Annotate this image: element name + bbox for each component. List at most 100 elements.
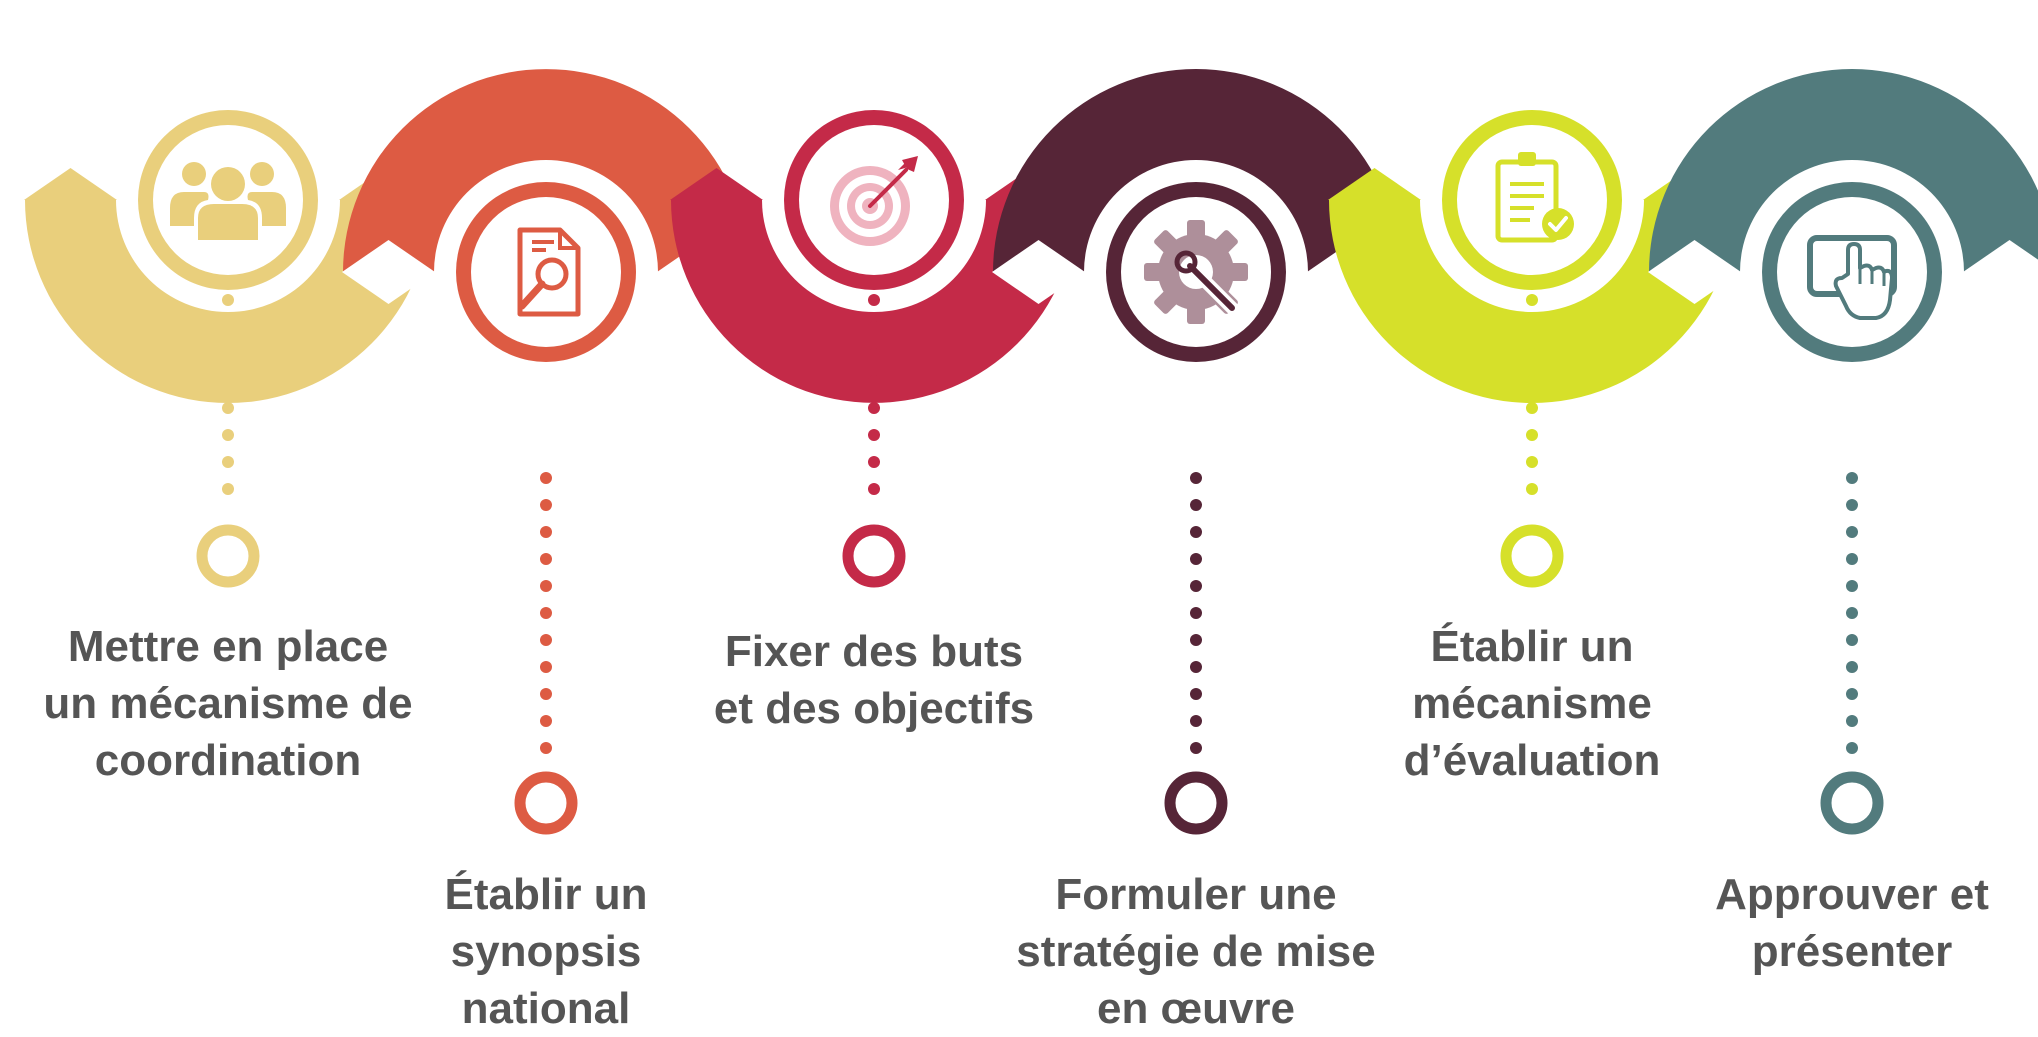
connector-dot bbox=[540, 634, 552, 646]
connector-dot bbox=[1190, 553, 1202, 565]
label-line: Établir un bbox=[444, 870, 648, 919]
connector-dot bbox=[540, 499, 552, 511]
label-line: Approuver et bbox=[1715, 870, 1989, 919]
gear-wrench-icon bbox=[1144, 220, 1248, 324]
connector-dot bbox=[1526, 321, 1538, 333]
step-4-group bbox=[992, 69, 1400, 835]
step-5-arc bbox=[1329, 200, 1735, 403]
arc-notch bbox=[1963, 240, 2038, 272]
arc-notch bbox=[342, 240, 435, 272]
connector-dot bbox=[1846, 634, 1858, 646]
connector-dot bbox=[1526, 348, 1538, 360]
step-6-group bbox=[1648, 69, 2038, 835]
arc-notch bbox=[670, 168, 763, 200]
connector-dot bbox=[540, 661, 552, 673]
step-3-group bbox=[670, 110, 1078, 588]
label-line: Mettre en place bbox=[67, 622, 389, 671]
target-arrow-icon bbox=[830, 156, 918, 246]
label-line: d’évaluation bbox=[1403, 736, 1661, 785]
connector-dot bbox=[222, 456, 234, 468]
label-line: un mécanisme de bbox=[43, 679, 413, 728]
connector-dot bbox=[1190, 580, 1202, 592]
connector-dot bbox=[222, 294, 234, 306]
step-4-arc bbox=[993, 69, 1399, 272]
step-2-group bbox=[342, 69, 750, 835]
people-group-icon bbox=[170, 162, 286, 240]
connector-dot bbox=[1190, 661, 1202, 673]
connector-dot bbox=[540, 742, 552, 754]
arc-notch bbox=[992, 272, 1085, 304]
label-line: Formuler une bbox=[1055, 870, 1337, 919]
connector-dot bbox=[540, 526, 552, 538]
connector-dot bbox=[868, 294, 880, 306]
label-line: mécanisme bbox=[1412, 679, 1652, 728]
connector-dot bbox=[540, 688, 552, 700]
connector-dot bbox=[868, 375, 880, 387]
connector-dot bbox=[1846, 715, 1858, 727]
connector-dot bbox=[1526, 429, 1538, 441]
connector-dot bbox=[1846, 472, 1858, 484]
connector-dot bbox=[1190, 715, 1202, 727]
clipboard-check-icon bbox=[1495, 152, 1574, 243]
step-6-label: Approuver et présenter bbox=[1632, 866, 2038, 980]
step-1-end-ring bbox=[196, 524, 260, 588]
connector-dot bbox=[1526, 375, 1538, 387]
label-line: Établir un bbox=[1430, 622, 1634, 671]
step-2-arc bbox=[343, 69, 749, 273]
connector-dot bbox=[868, 456, 880, 468]
connector-dot bbox=[1526, 294, 1538, 306]
connector-dot bbox=[1526, 402, 1538, 414]
arc-notch bbox=[1328, 168, 1421, 200]
arc-notch bbox=[1963, 272, 2038, 304]
connector-dot bbox=[1190, 607, 1202, 619]
connector-dot bbox=[222, 321, 234, 333]
step-6-end-ring bbox=[1820, 771, 1884, 835]
step-3-arc bbox=[671, 200, 1077, 403]
label-line: en œuvre bbox=[1096, 984, 1296, 1033]
connector-dot bbox=[1846, 688, 1858, 700]
arc-notch bbox=[342, 272, 435, 304]
arc-notch bbox=[992, 240, 1085, 272]
step-6-arc bbox=[1649, 69, 2038, 272]
label-line: et des objectifs bbox=[713, 684, 1035, 733]
connector-dot bbox=[1846, 553, 1858, 565]
connector-dot bbox=[222, 429, 234, 441]
connector-dot bbox=[868, 321, 880, 333]
step-4-label: Formuler une stratégie de mise en œuvre bbox=[976, 866, 1416, 1037]
step-5-label: Établir un mécanisme d’évaluation bbox=[1312, 618, 1752, 789]
connector-dot bbox=[1846, 607, 1858, 619]
connector-dot bbox=[222, 483, 234, 495]
connector-dot bbox=[222, 348, 234, 360]
connector-dot bbox=[1526, 456, 1538, 468]
arc-notch bbox=[24, 168, 117, 200]
label-line: stratégie de mise bbox=[1016, 927, 1376, 976]
connector-dot bbox=[868, 348, 880, 360]
connector-dot bbox=[1190, 634, 1202, 646]
connector-dot bbox=[540, 580, 552, 592]
connector-dot bbox=[1190, 472, 1202, 484]
connector-dot bbox=[540, 553, 552, 565]
step-5-end-ring bbox=[1500, 524, 1564, 588]
step-4-end-ring bbox=[1164, 771, 1228, 835]
label-line: coordination bbox=[94, 736, 362, 785]
document-search-icon bbox=[517, 227, 581, 317]
connector-dot bbox=[222, 402, 234, 414]
tablet-touch-icon bbox=[1807, 235, 1897, 320]
badge-inner bbox=[1457, 125, 1607, 275]
step-1-label: Mettre en place un mécanisme de coordinati… bbox=[8, 618, 448, 789]
arc-notch bbox=[1648, 240, 1741, 272]
connector-dot bbox=[540, 715, 552, 727]
connector-dot bbox=[1846, 742, 1858, 754]
connector-dot bbox=[1846, 499, 1858, 511]
step-1-group bbox=[24, 110, 432, 588]
connector-dot bbox=[222, 375, 234, 387]
connector-dot bbox=[1190, 499, 1202, 511]
connector-dot bbox=[1846, 580, 1858, 592]
label-line: présenter bbox=[1751, 927, 1953, 976]
connector-dot bbox=[1526, 483, 1538, 495]
connector-dot bbox=[868, 483, 880, 495]
